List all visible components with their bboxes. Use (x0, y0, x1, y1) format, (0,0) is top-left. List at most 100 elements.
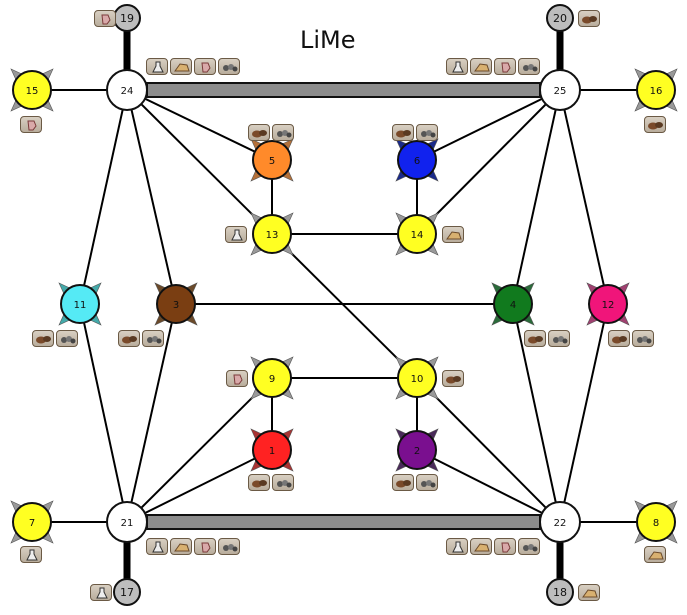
node-20-label: 20 (553, 12, 567, 25)
node-13[interactable]: 13 (252, 214, 292, 254)
node-6-label: 6 (414, 156, 420, 167)
node-22[interactable]: 22 (539, 501, 581, 543)
node-4[interactable]: 4 (493, 284, 533, 324)
node-5[interactable]: 5 (252, 140, 292, 180)
node-21-circle (106, 501, 148, 543)
flask-icon (446, 538, 468, 555)
node-9-circle (252, 358, 292, 398)
node-16[interactable]: 16 (636, 70, 676, 110)
node-8-circle (636, 502, 676, 542)
node-11-label: 11 (74, 300, 87, 311)
edge-21-11 (79, 303, 128, 523)
node-15-label: 15 (26, 86, 39, 97)
edge-25-6 (416, 89, 561, 161)
ore-icon (442, 370, 464, 387)
fist-icon (194, 538, 216, 555)
node-9-label: 9 (269, 374, 275, 385)
node-16-label: 16 (650, 86, 663, 97)
edge-25-4 (512, 89, 561, 305)
node-25[interactable]: 25 (539, 69, 581, 111)
node-1-label: 1 (269, 446, 275, 457)
ore-icon (578, 10, 600, 27)
node-12-label: 12 (602, 300, 615, 311)
fist-icon (20, 116, 42, 133)
node-10-label: 10 (411, 374, 424, 385)
node-14-circle (397, 214, 437, 254)
node-14[interactable]: 14 (397, 214, 437, 254)
rock-icon (170, 538, 192, 555)
node-14-label: 14 (411, 230, 424, 241)
node-9[interactable]: 9 (252, 358, 292, 398)
node-24-label: 24 (121, 86, 134, 97)
node-2[interactable]: 2 (397, 430, 437, 470)
node-10[interactable]: 10 (397, 358, 437, 398)
node-2-label: 2 (414, 446, 420, 457)
crystal-icon (142, 330, 164, 347)
node-24[interactable]: 24 (106, 69, 148, 111)
node-3-label: 3 (173, 300, 179, 311)
node-25-label: 25 (554, 86, 567, 97)
edge-24-5 (126, 89, 273, 161)
node-5-label: 5 (269, 156, 275, 167)
node-17-label: 17 (120, 586, 134, 599)
edge-24-11 (79, 89, 128, 305)
ore-icon (644, 116, 666, 133)
rock-icon (578, 584, 600, 601)
node-18[interactable]: 18 (546, 578, 574, 606)
fist-icon (226, 370, 248, 387)
flask-icon (446, 58, 468, 75)
rock-icon (470, 58, 492, 75)
node-21-label: 21 (121, 518, 134, 529)
node-15[interactable]: 15 (12, 70, 52, 110)
crystal-icon (518, 58, 540, 75)
crystal-icon (272, 124, 294, 141)
node-1[interactable]: 1 (252, 430, 292, 470)
ore-icon (248, 474, 270, 491)
flask-icon (90, 584, 112, 601)
node-18-label: 18 (553, 586, 567, 599)
node-13-label: 13 (266, 230, 279, 241)
node-8[interactable]: 8 (636, 502, 676, 542)
node-17-circle (113, 578, 141, 606)
map-title: LiMe (300, 26, 356, 54)
node-16-circle (636, 70, 676, 110)
crystal-icon (272, 474, 294, 491)
node-1-circle (252, 430, 292, 470)
node-10-circle (397, 358, 437, 398)
node-3[interactable]: 3 (156, 284, 196, 324)
node-20[interactable]: 20 (546, 4, 574, 32)
node-11[interactable]: 11 (60, 284, 100, 324)
edge-22-2 (416, 449, 561, 523)
node-12[interactable]: 12 (588, 284, 628, 324)
edge-22-10 (416, 377, 561, 523)
node-15-circle (12, 70, 52, 110)
node-6-circle (397, 140, 437, 180)
node-18-circle (546, 578, 574, 606)
node-17[interactable]: 17 (113, 578, 141, 606)
node-20-circle (546, 4, 574, 32)
edge-25-12 (559, 89, 609, 305)
node-6[interactable]: 6 (397, 140, 437, 180)
crystal-icon (218, 538, 240, 555)
edge-24-3 (126, 89, 177, 305)
crystal-icon (56, 330, 78, 347)
node-4-label: 4 (510, 300, 516, 311)
rock-icon (644, 546, 666, 563)
node-12-circle (588, 284, 628, 324)
ore-icon (392, 124, 414, 141)
node-5-circle (252, 140, 292, 180)
rock-icon (170, 58, 192, 75)
node-19[interactable]: 19 (113, 4, 141, 32)
rock-icon (442, 226, 464, 243)
node-13-circle (252, 214, 292, 254)
node-11-circle (60, 284, 100, 324)
edge-13-10 (271, 233, 418, 379)
fist-icon (494, 538, 516, 555)
rock-icon (470, 538, 492, 555)
node-4-circle (493, 284, 533, 324)
node-7[interactable]: 7 (12, 502, 52, 542)
flask-icon (146, 58, 168, 75)
node-21[interactable]: 21 (106, 501, 148, 543)
edge-21-1 (126, 449, 273, 523)
